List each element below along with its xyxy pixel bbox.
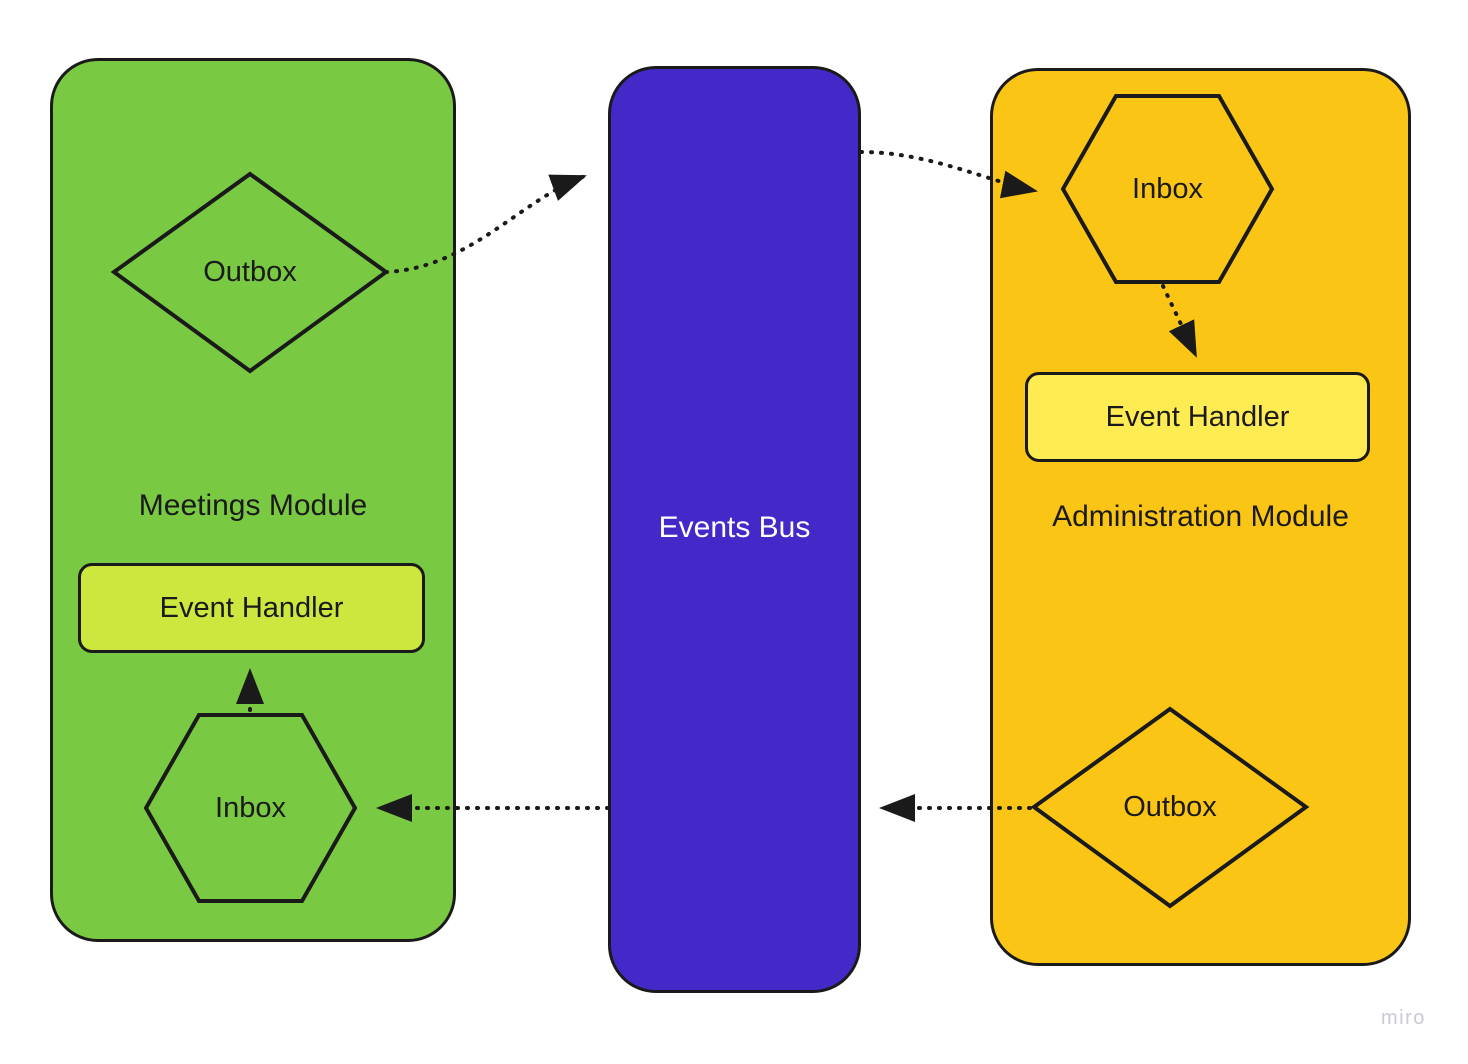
miro-watermark: miro (1381, 1007, 1426, 1029)
node-meetings-inbox[interactable] (143, 712, 358, 904)
module-administration-label: Administration Module (1052, 500, 1349, 533)
node-administration-event-handler[interactable]: Event Handler (1025, 372, 1370, 462)
module-meetings-label: Meetings Module (138, 489, 368, 522)
node-meetings-outbox[interactable] (110, 170, 390, 375)
module-events-bus[interactable] (608, 66, 861, 993)
node-meetings-event-handler[interactable]: Event Handler (78, 563, 425, 653)
node-administration-outbox[interactable] (1030, 705, 1310, 910)
node-administration-inbox[interactable] (1060, 93, 1275, 285)
module-events-bus-label: Events Bus (658, 511, 811, 544)
